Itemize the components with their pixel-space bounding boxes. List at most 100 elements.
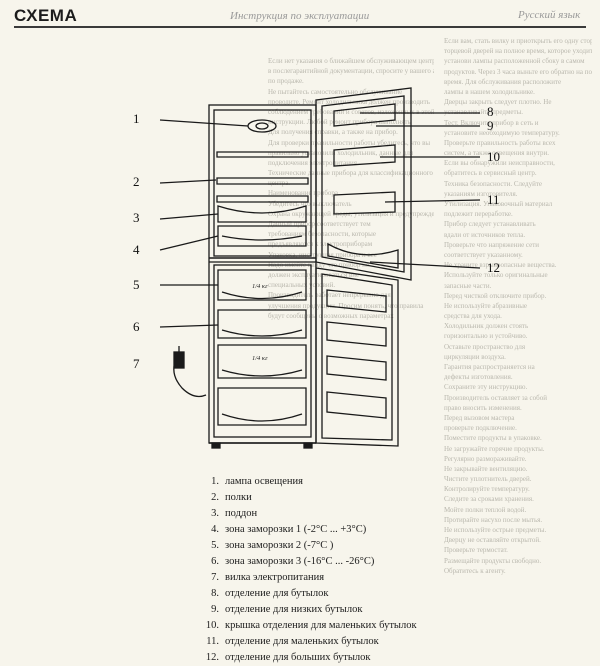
- bleed-through-line: по продаже.: [268, 77, 304, 86]
- bleed-through-line: Технические данные прибора для классифик…: [268, 169, 433, 178]
- door-large-bottle-rack: [327, 242, 399, 269]
- legend-item: 1. лампа освещения: [197, 474, 437, 490]
- bleed-through-line: Техника безопасности. Следуйте: [444, 179, 542, 188]
- bleed-through-line: Для проверки правильности работы убедите…: [268, 138, 431, 147]
- bleed-through-line: Если вы обнаружили неисправности,: [444, 159, 555, 168]
- bleed-through-line: Если вам, стать вилку и приоткрыть его о…: [444, 37, 592, 45]
- bleed-through-line: Данный прибор соответствует тем: [268, 220, 371, 228]
- fridge-compartment: [213, 109, 312, 257]
- legend-item-number: 12.: [205, 652, 219, 663]
- bleed-through-line: установите необходимую температуру.: [444, 128, 560, 137]
- callout-10: 10: [487, 149, 500, 164]
- shelf-2: [216, 177, 309, 185]
- door-bottle-rack-top: [333, 103, 396, 127]
- legend-item: 3.поддон: [197, 506, 437, 522]
- bleed-through-line: Сохраните эту инструкцию.: [444, 383, 528, 392]
- bleed-through-line: Перед чисткой отключите прибор.: [444, 291, 547, 300]
- shelf-label-top: 1/4 кг: [252, 283, 268, 290]
- manual-running-header: Инструкция по эксплуатации: [230, 10, 370, 22]
- bleed-through-line: обратитесь в сервисный центр.: [444, 169, 537, 178]
- bleed-through-line: Мойте полки теплой водой.: [444, 505, 527, 514]
- bleed-through-line: Проверьте правильность работы всех: [444, 138, 556, 147]
- bleed-through-line: продуктов. Через 3 часа выньте его обрат…: [444, 67, 592, 76]
- bleed-through-line: Проверьте термостат.: [444, 546, 508, 555]
- bleed-through-line: установи лампы расположенной сбоку в сам…: [444, 57, 585, 66]
- bleed-through-line: Не загружайте горячие продукты.: [444, 444, 545, 453]
- legend-item-number: 7.: [211, 572, 219, 583]
- lamp-icon: [247, 119, 277, 133]
- legend-item-text: вилка электропитания: [225, 572, 325, 583]
- legend-item-number: 2.: [211, 492, 219, 503]
- header-rule: [14, 26, 586, 28]
- bleed-through-line: правильно установили холодильник, данные…: [268, 148, 414, 157]
- bleed-through-line: циркуляции воздуха.: [444, 352, 506, 361]
- legend-item-number: 11.: [206, 636, 219, 647]
- bleed-through-line: Не пытайтесь самостоятельно обслуживание: [268, 87, 403, 96]
- bleed-through-line: Контролируйте температуру.: [444, 485, 530, 494]
- bleed-through-line: в послегарантийной документации, спросит…: [268, 67, 434, 76]
- bleed-through-line: Прибор следует устанавливать: [444, 220, 536, 229]
- bleed-through-line: Перед вызовом мастера: [444, 413, 515, 422]
- bleed-through-line: Если нет указания о ближайшем обслуживаю…: [268, 57, 434, 65]
- shelf-3: [216, 195, 309, 203]
- legend-item-number: 8.: [211, 588, 219, 599]
- legend-item-number: 5.: [211, 540, 219, 551]
- bleed-through-line: право вносить изменения.: [444, 403, 522, 412]
- bleed-through-line: Не используйте острые предметы.: [444, 526, 547, 534]
- legend-item: 2. полки: [197, 490, 437, 506]
- legend-item: 8. отделение для бутылок: [197, 586, 437, 602]
- bleed-through-line: подключения электропитания.: [268, 158, 359, 167]
- legend-item-text: поддон: [225, 508, 258, 519]
- bleed-through-line: Дверцы закрыть следует плотно. Не: [444, 98, 552, 107]
- bleed-through-line: систем, а также освещения внутри.: [444, 149, 549, 158]
- bleed-through-line: предъявляются к электроприборам: [268, 240, 373, 249]
- legend-item-text: отделение для бутылок: [225, 588, 329, 599]
- callout-1: 1: [133, 111, 140, 126]
- fridge-cabinet: [208, 104, 317, 444]
- bleed-through-line: соблюдением требований и советов, изложе…: [268, 107, 434, 116]
- legend-item-text: крышка отделения для маленьких бутылок: [225, 620, 417, 631]
- page-title: СХЕМА: [14, 6, 78, 25]
- legend-item: 9.отделение для низких бутылок: [197, 602, 437, 618]
- zero-zone-drawer: [217, 225, 307, 247]
- freezer-drawer-3: [217, 344, 307, 379]
- bleed-through-line: улучшения продукции. Просим понять, что …: [268, 301, 424, 310]
- legend-item-text: зона заморозки 1 (-2°C ... +3°C): [225, 524, 367, 535]
- legend-item-text: отделение для низких бутылок: [225, 604, 363, 615]
- bleed-through-line: подлежит переработке.: [444, 210, 513, 219]
- bleed-through-line: торцевой дверей на полное время, которое…: [444, 47, 592, 56]
- bleed-through-line: Регулярно размораживайте.: [444, 454, 527, 463]
- callout-8: 8: [487, 104, 494, 119]
- legend-item-text: полки: [225, 492, 252, 503]
- bleed-through-line: Не закрывайте вентиляцию.: [444, 464, 528, 473]
- bleed-through-line: Следите за сроками хранения.: [444, 495, 534, 504]
- bleed-through-line: должен эксплуатироваться вне: [268, 270, 360, 279]
- callout-6: 6: [133, 319, 140, 334]
- legend-item: 7. вилка электропитания: [197, 570, 437, 586]
- bleed-through-line: соответствует указанному.: [444, 250, 523, 259]
- freezer-drawer-4: [217, 387, 307, 426]
- bleed-through-line: Производитель работает непрерывно для: [268, 291, 391, 300]
- callout-11: 11: [487, 192, 500, 207]
- bleed-through-line: Производитель оставляет за собой: [444, 393, 547, 402]
- legend-item: 12. отделение для больших бутылок: [197, 650, 437, 666]
- bleed-through-line: Для получения справки, а также на прибор…: [268, 128, 398, 137]
- freezer-drawer-1: [217, 269, 307, 301]
- bleed-through-line: Проверьте что напряжение сети: [444, 240, 540, 249]
- legend-item-text: отделение для больших бутылок: [225, 652, 371, 663]
- callout-4: 4: [133, 242, 140, 257]
- bleed-through-line: средства для ухода.: [444, 312, 502, 321]
- legend-item-text: лампа освещения: [225, 476, 303, 487]
- legend-item-number: 1.: [211, 476, 219, 487]
- bleed-through-text-right: Если вам, стать вилку и приоткрыть его о…: [444, 36, 592, 656]
- tray: [217, 205, 307, 223]
- bleed-through-line: Убедитесь что выключатель: [268, 199, 352, 208]
- legend-item-number: 4.: [211, 524, 219, 535]
- bleed-through-line: инструкции. Любой ремонт прибора выполня…: [268, 118, 411, 127]
- callout-2: 2: [133, 174, 140, 189]
- plug-icon: [173, 351, 185, 369]
- shelf-label-bottom: 1/4 кг: [252, 355, 268, 362]
- bleed-through-line: Обратитесь к агенту.: [444, 566, 506, 575]
- bleed-through-line: Чистите уплотнитель дверей.: [444, 475, 532, 484]
